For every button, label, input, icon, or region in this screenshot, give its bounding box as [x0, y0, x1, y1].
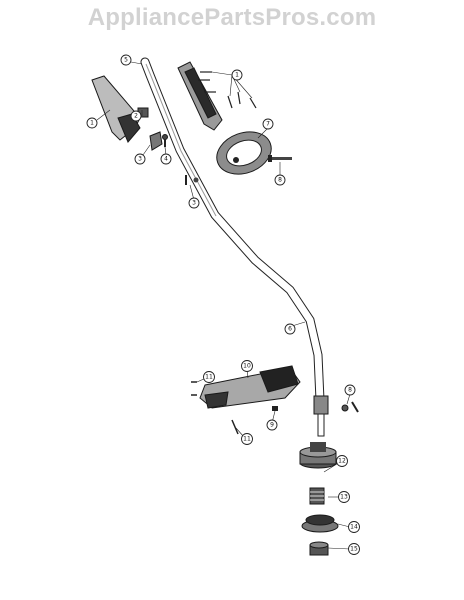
callout-14: 14 [348, 521, 360, 533]
callout-5: 5 [120, 54, 132, 66]
svg-text:15: 15 [350, 546, 358, 553]
bump-knob [309, 541, 329, 556]
callout-8a: 8 [274, 174, 286, 186]
spool [301, 514, 339, 533]
callout-12: 12 [336, 455, 348, 467]
svg-text:4: 4 [164, 156, 168, 163]
svg-text:1: 1 [235, 72, 239, 79]
callout-11a: 11 [203, 371, 215, 383]
svg-text:1: 1 [90, 120, 94, 127]
callout-6: 6 [284, 323, 296, 335]
callouts: 1 2 3 4 5 1 7 8 3 6 10 11 9 11 8 12 13 1… [86, 54, 360, 555]
svg-text:9: 9 [270, 422, 274, 429]
svg-text:14: 14 [350, 524, 358, 531]
callout-15: 15 [348, 543, 360, 555]
callout-11b: 11 [241, 433, 253, 445]
rear-handle [91, 75, 141, 143]
screws-lower [191, 381, 278, 435]
callout-7: 7 [262, 118, 274, 130]
svg-text:5: 5 [124, 57, 128, 64]
svg-text:7: 7 [266, 121, 270, 128]
motor-housing [199, 365, 301, 409]
callout-13: 13 [338, 491, 350, 503]
spring [309, 487, 325, 505]
svg-text:2: 2 [134, 113, 138, 120]
svg-text:6: 6 [288, 326, 292, 333]
callout-1b: 1 [231, 69, 243, 81]
svg-text:13: 13 [340, 494, 348, 501]
svg-text:11: 11 [205, 374, 213, 381]
leader-lines [96, 61, 351, 550]
callout-4: 4 [160, 153, 172, 165]
bolt [268, 155, 292, 162]
shaft [140, 57, 325, 405]
callout-3b: 3 [188, 197, 200, 209]
callout-10: 10 [241, 360, 253, 372]
svg-text:10: 10 [243, 363, 251, 370]
callout-3a: 3 [134, 153, 146, 165]
svg-text:3: 3 [138, 156, 142, 163]
watermark: AppliancePartsPros.com [87, 4, 377, 31]
svg-text:12: 12 [338, 458, 346, 465]
guard-plate [216, 131, 272, 175]
svg-text:8: 8 [348, 387, 352, 394]
coupler [313, 395, 329, 437]
trigger-parts [137, 107, 168, 151]
callout-2: 2 [130, 110, 142, 122]
side-fasteners [341, 401, 359, 413]
callout-1a: 1 [86, 117, 98, 129]
screws-upper [185, 175, 199, 185]
svg-text:3: 3 [192, 200, 196, 207]
spool-housing [299, 442, 337, 469]
svg-text:11: 11 [243, 436, 251, 443]
callout-9: 9 [266, 419, 278, 431]
handle-housing [177, 61, 257, 131]
svg-text:8: 8 [278, 177, 282, 184]
callout-8b: 8 [344, 384, 356, 396]
